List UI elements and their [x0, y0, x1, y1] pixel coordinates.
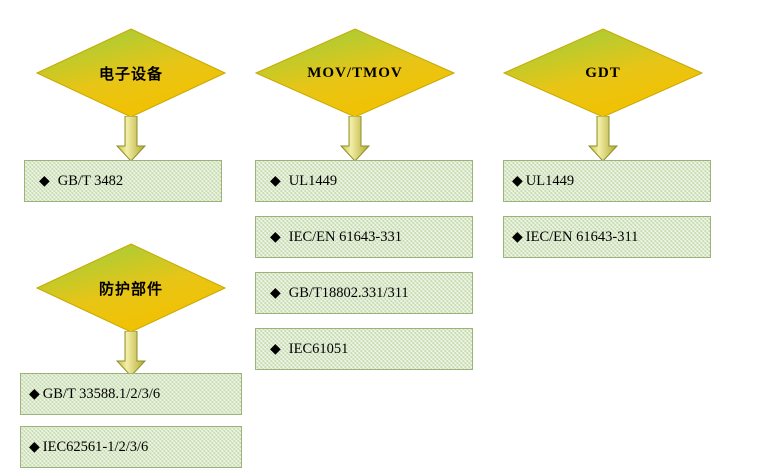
box-label: IEC/EN 61643-331 [288, 228, 402, 245]
box-iec62561[interactable]: ◆ IEC62561-1/2/3/6 [20, 426, 242, 468]
diamond-bullet-icon: ◆ [39, 173, 50, 189]
diamond-bullet-icon: ◆ [270, 229, 281, 245]
box-label: GB/T18802.331/311 [288, 284, 409, 301]
diamond-bullet-icon: ◆ [512, 229, 523, 245]
diamond-bullet-icon: ◆ [512, 173, 523, 189]
box-label: IEC/EN 61643-311 [525, 228, 639, 245]
box-ul1449-col2[interactable]: ◆ UL1449 [255, 160, 473, 202]
box-label: UL1449 [525, 172, 575, 189]
box-label: IEC61051 [288, 340, 349, 357]
box-iec-en-61643-331[interactable]: ◆ IEC/EN 61643-331 [255, 216, 473, 258]
node-label: 防护部件 [98, 281, 163, 298]
box-iec-en-61643-311[interactable]: ◆ IEC/EN 61643-311 [503, 216, 711, 258]
box-gbt-33588[interactable]: ◆ GB/T 33588.1/2/3/6 [20, 373, 242, 415]
diamond-bullet-icon: ◆ [270, 285, 281, 301]
diamond-bullet-icon: ◆ [270, 341, 281, 357]
box-gbt-3482[interactable]: ◆ GB/T 3482 [24, 160, 222, 202]
box-ul1449-col3[interactable]: ◆ UL1449 [503, 160, 711, 202]
arrow-down-3 [587, 115, 619, 162]
node-label: GDT [585, 64, 621, 81]
box-label: GB/T 3482 [57, 172, 124, 189]
diamond-bullet-icon: ◆ [270, 173, 281, 189]
node-label: MOV/TMOV [307, 64, 403, 81]
diamond-bullet-icon: ◆ [29, 386, 40, 402]
node-protection-component[interactable]: 防护部件 [36, 243, 226, 333]
node-electronic-equipment[interactable]: 电子设备 [36, 28, 226, 118]
box-label: GB/T 33588.1/2/3/6 [42, 385, 161, 402]
box-label: IEC62561-1/2/3/6 [42, 438, 149, 455]
arrow-down-1 [115, 115, 147, 162]
node-label: 电子设备 [98, 66, 163, 83]
arrow-down-4 [115, 330, 147, 377]
box-iec61051[interactable]: ◆ IEC61051 [255, 328, 473, 370]
box-label: UL1449 [288, 172, 338, 189]
arrow-down-2 [339, 115, 371, 162]
node-gdt[interactable]: GDT [503, 28, 703, 118]
diamond-bullet-icon: ◆ [29, 439, 40, 455]
node-mov-tmov[interactable]: MOV/TMOV [255, 28, 455, 118]
box-gbt-18802-331-311[interactable]: ◆ GB/T18802.331/311 [255, 272, 473, 314]
